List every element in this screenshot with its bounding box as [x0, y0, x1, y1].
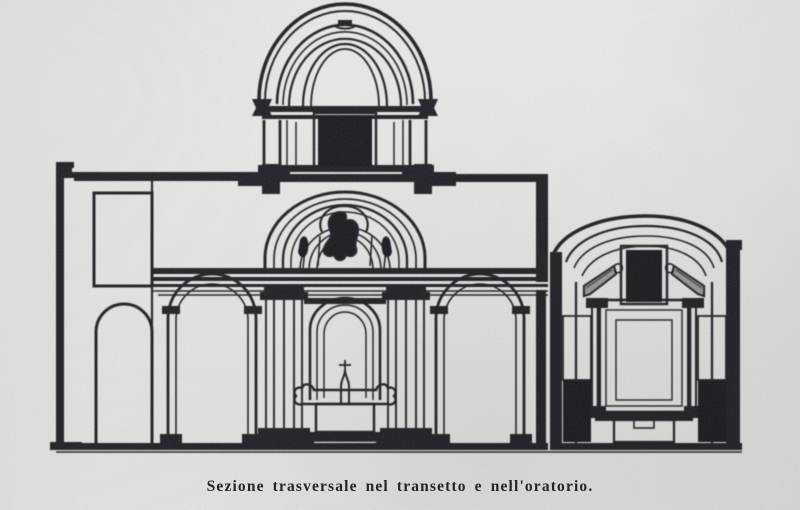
left-pier-cluster	[265, 298, 303, 434]
oratory-window	[619, 244, 669, 306]
drum-window	[312, 111, 378, 171]
ground-line	[50, 443, 742, 450]
transept-right-wall	[536, 182, 548, 443]
right-pier-cluster	[387, 298, 425, 434]
oratory-altar	[595, 411, 693, 444]
right-bay-arch	[434, 272, 526, 443]
left-upper-window	[92, 191, 154, 288]
oratory-columns	[591, 308, 697, 412]
left-roof-slab	[74, 172, 246, 181]
oratory-panel-frames	[562, 315, 727, 381]
right-pier-capital	[382, 286, 430, 300]
aedicule-cornice	[304, 298, 386, 304]
left-outer-wall	[50, 162, 82, 450]
left-pier-capital	[260, 286, 308, 300]
left-bay-arch	[166, 272, 258, 443]
entablature-lines	[152, 290, 548, 296]
left-arched-opening	[94, 302, 154, 443]
plate-caption: Sezione trasversale nel transetto e nell…	[206, 478, 594, 495]
dome	[257, 2, 433, 108]
oratory-retable	[596, 298, 692, 414]
central-aedicule	[308, 296, 382, 400]
